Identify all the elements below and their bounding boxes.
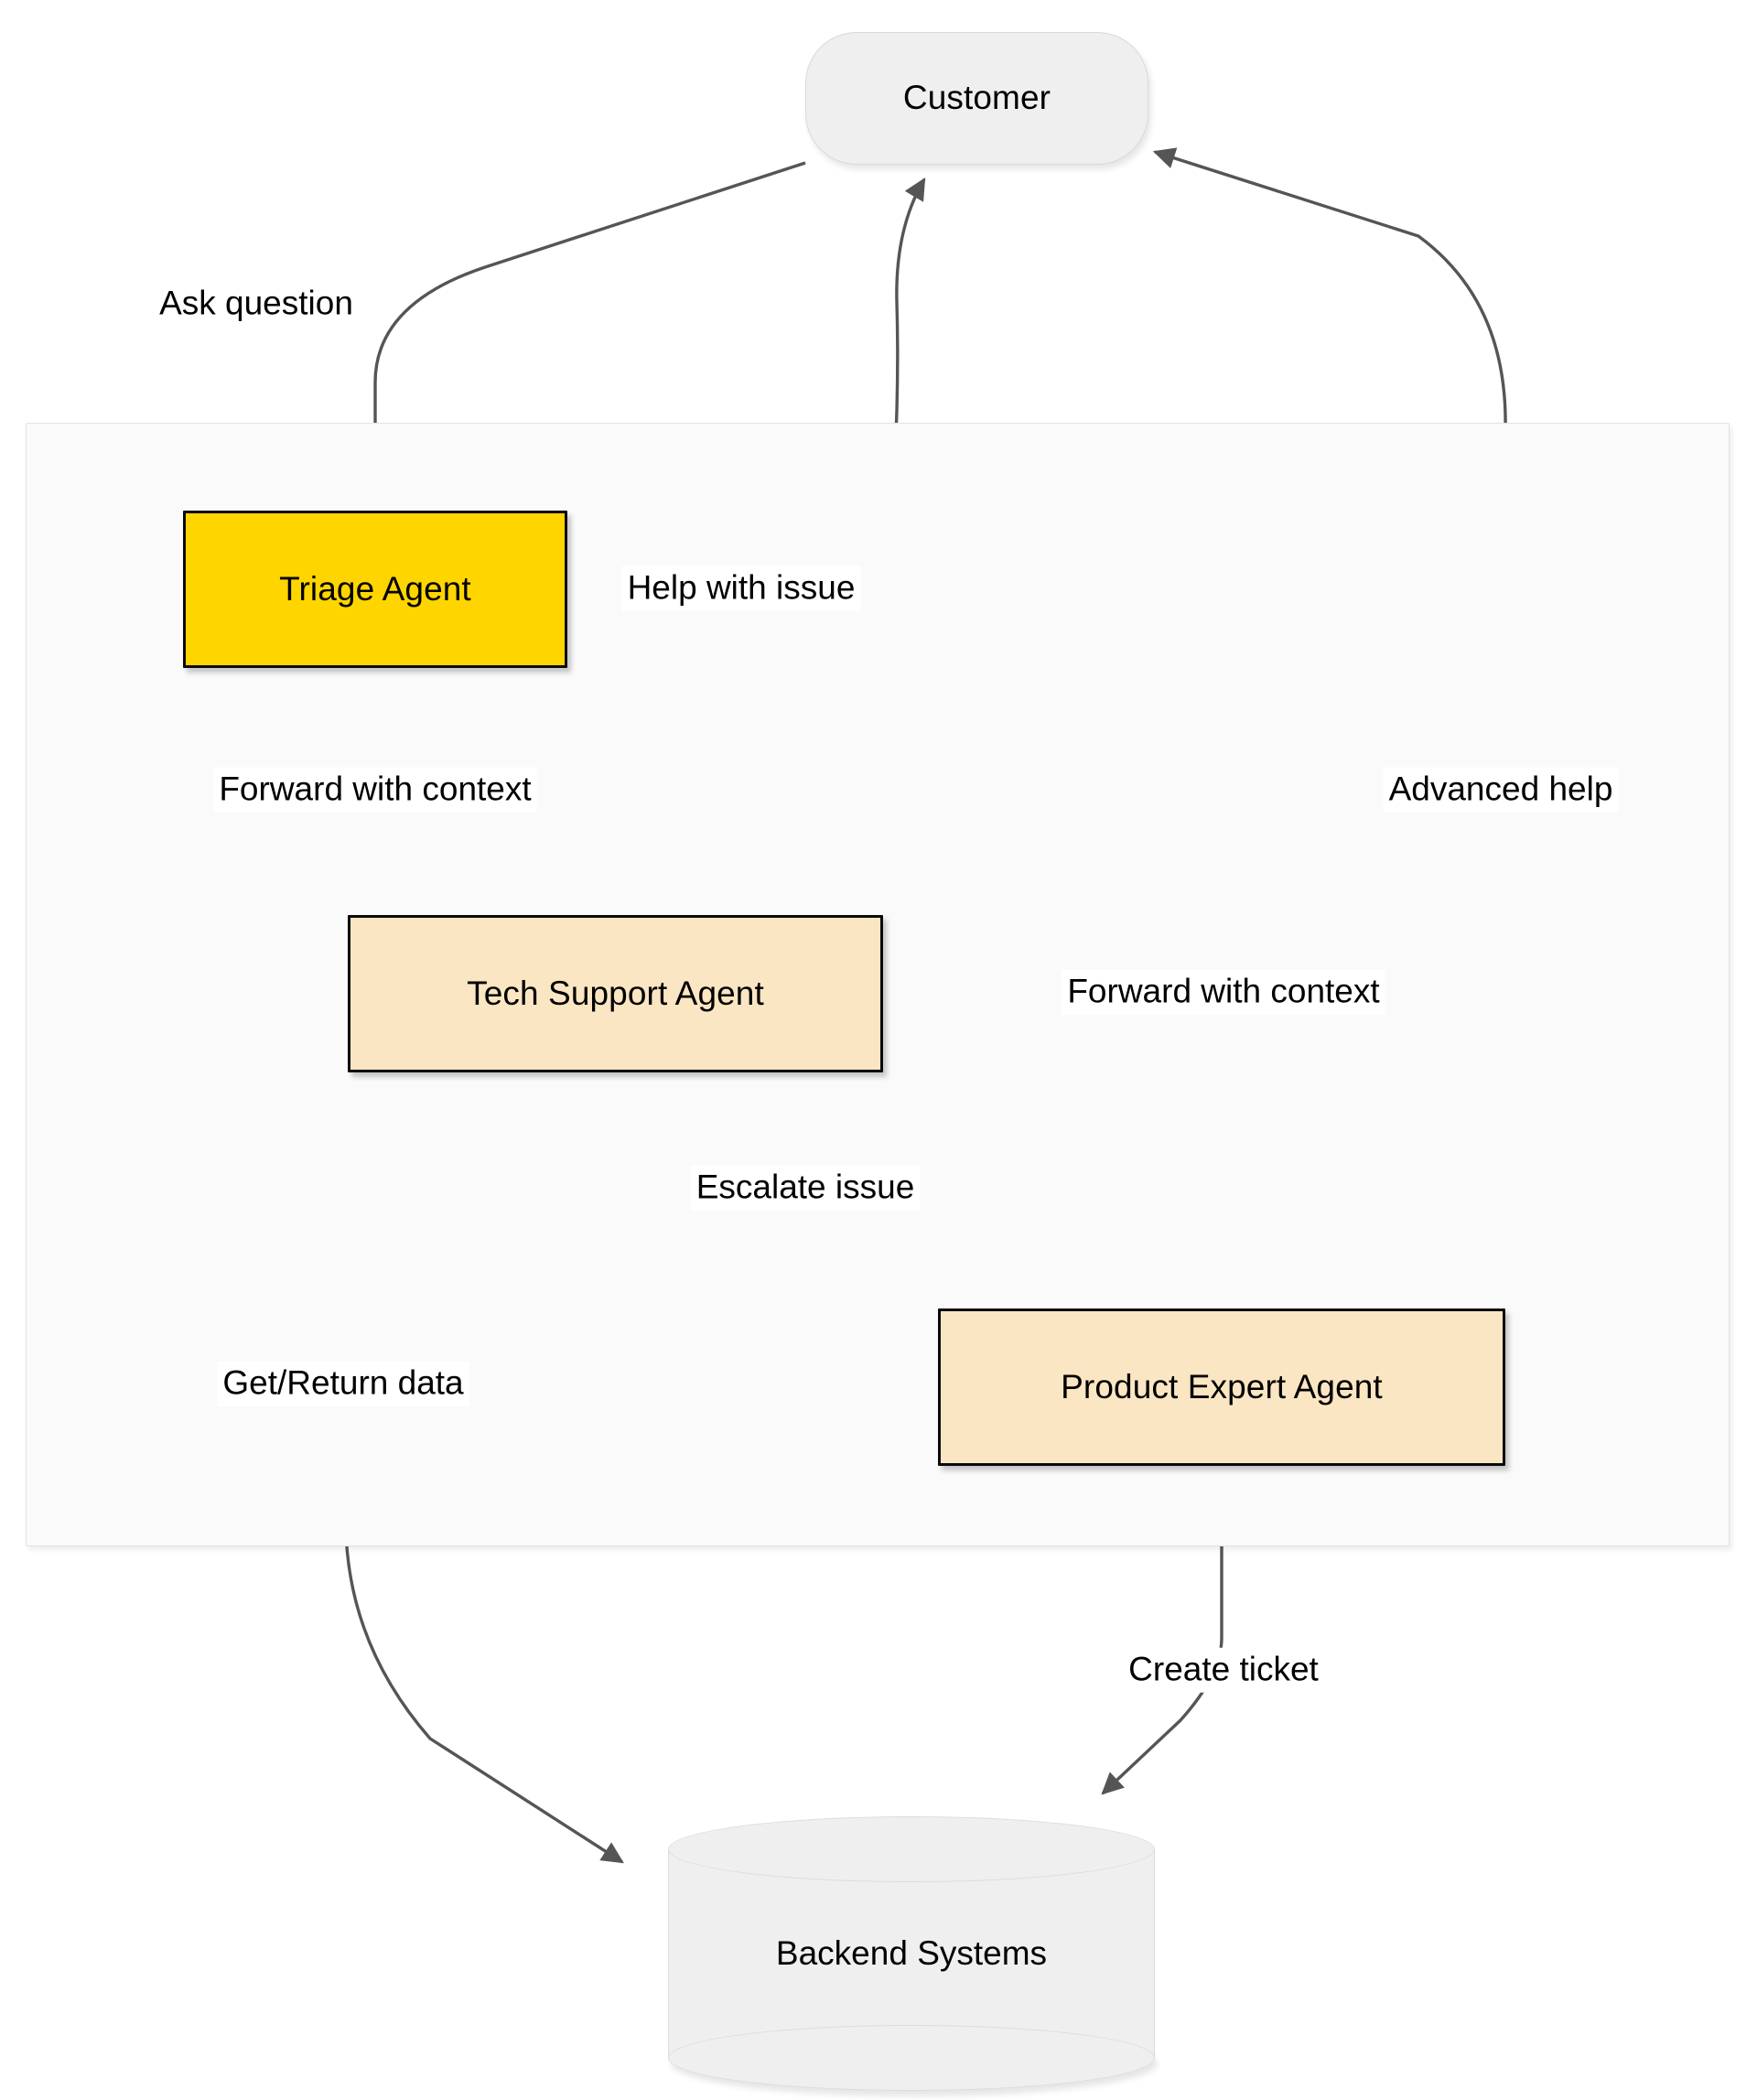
edge-label-help-with-issue: Help with issue xyxy=(621,565,861,611)
edge-customer-to-triage xyxy=(364,161,806,486)
edge-label-forward-with-context-product: Forward with context xyxy=(1062,969,1385,1015)
node-tech-support-agent[interactable]: Tech Support Agent xyxy=(348,915,883,1072)
edge-label-advanced-help: Advanced help xyxy=(1383,767,1619,813)
edge-label-create-ticket: Create ticket xyxy=(1123,1647,1324,1693)
node-backend-systems-label: Backend Systems xyxy=(775,1934,1048,1972)
node-triage-agent-label: Triage Agent xyxy=(279,569,471,608)
edge-label-forward-with-context-tech: Forward with context xyxy=(213,767,537,813)
node-customer-label: Customer xyxy=(902,79,1051,117)
edge-label-get-return-data: Get/Return data xyxy=(217,1361,469,1406)
node-tech-support-agent-label: Tech Support Agent xyxy=(467,974,764,1012)
cylinder-body xyxy=(668,1849,1155,2058)
node-product-expert-agent-label: Product Expert Agent xyxy=(1061,1367,1383,1405)
node-customer[interactable]: Customer xyxy=(805,32,1148,165)
edge-label-ask-question: Ask question xyxy=(154,281,359,327)
cylinder-top xyxy=(668,1816,1155,1882)
node-product-expert-agent[interactable]: Product Expert Agent xyxy=(938,1308,1505,1466)
node-triage-agent[interactable]: Triage Agent xyxy=(183,511,567,668)
edge-label-escalate-issue: Escalate issue xyxy=(690,1165,921,1211)
node-backend-systems[interactable]: Backend Systems xyxy=(668,1816,1155,2091)
cylinder-bottom xyxy=(668,2025,1155,2091)
